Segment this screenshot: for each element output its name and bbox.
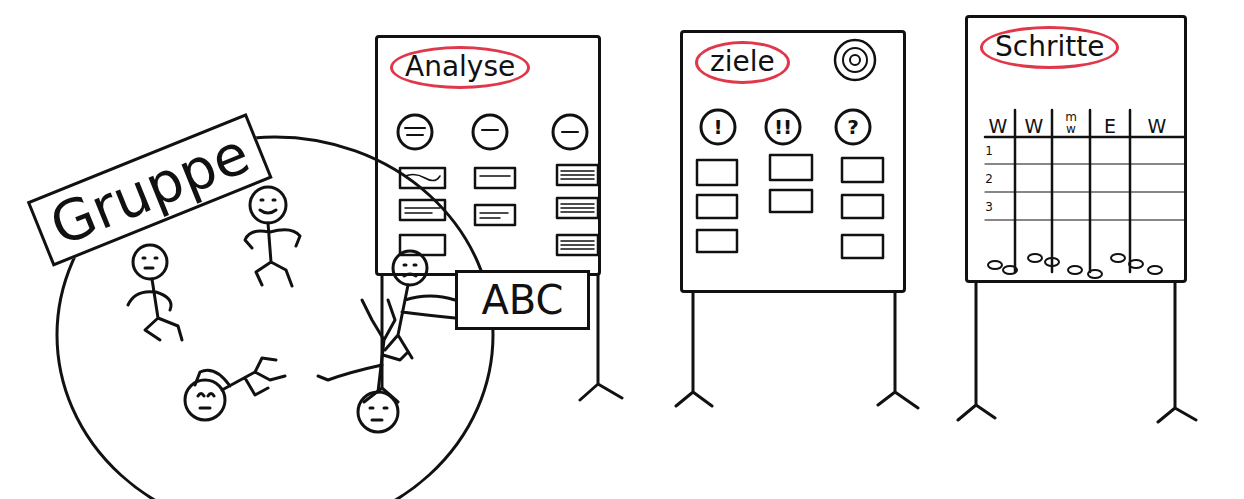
person-head — [133, 245, 167, 279]
person-head — [393, 251, 427, 285]
target-icon — [850, 55, 860, 65]
footprint — [1003, 266, 1017, 274]
column-header: W — [1148, 117, 1167, 136]
column-header: W — [989, 117, 1008, 136]
row-number: 2 — [985, 173, 993, 185]
group-ellipse: Gruppe — [55, 135, 495, 499]
person-head — [358, 392, 398, 432]
person-head — [185, 380, 225, 420]
person-body — [195, 358, 285, 408]
symbol-mark: ? — [847, 117, 859, 137]
topic-circle — [398, 115, 432, 149]
footprint — [1045, 258, 1059, 266]
board-heading: ziele — [695, 41, 790, 84]
board-heading: Analyse — [390, 46, 530, 89]
goal-cards — [697, 155, 883, 258]
pinboard: Analyse — [375, 35, 601, 276]
sign-card: ABC — [455, 270, 590, 330]
group-label: Gruppe — [27, 113, 274, 267]
goal-circle — [701, 110, 735, 144]
person-head — [250, 187, 286, 223]
footprint — [988, 261, 1002, 269]
footprint — [1148, 266, 1162, 274]
topic-circle — [473, 115, 507, 149]
person-body — [128, 258, 182, 340]
board-legs — [364, 275, 1196, 422]
symbol-mark: ! — [713, 117, 722, 137]
column-header: W — [1025, 117, 1044, 136]
column-header: E — [1104, 117, 1116, 136]
symbol-mark: !! — [774, 117, 792, 137]
column-header: m w — [1065, 111, 1077, 135]
goal-circle — [836, 110, 870, 144]
card-text: ABC — [481, 280, 563, 320]
footprint — [1088, 270, 1102, 278]
footprints — [988, 254, 1162, 278]
step-table — [985, 110, 1185, 272]
footprint — [1028, 254, 1042, 262]
person-body — [385, 265, 455, 358]
person-body — [318, 300, 408, 420]
target-icon — [835, 40, 875, 80]
scribble — [405, 128, 578, 135]
pinboard: ziele — [680, 30, 906, 293]
step-table — [985, 164, 1185, 220]
row-number: 1 — [985, 145, 993, 157]
board-heading: Schritte — [980, 26, 1119, 69]
footprint — [1129, 260, 1143, 268]
goal-circle — [766, 110, 800, 144]
scribble — [405, 171, 594, 249]
analysis-cards — [400, 165, 598, 255]
person-body — [245, 200, 300, 286]
footprint — [1111, 254, 1125, 262]
pinboard: Schritte — [965, 15, 1187, 283]
target-icon — [843, 48, 867, 72]
row-number: 3 — [985, 201, 993, 213]
footprint — [1068, 266, 1082, 274]
